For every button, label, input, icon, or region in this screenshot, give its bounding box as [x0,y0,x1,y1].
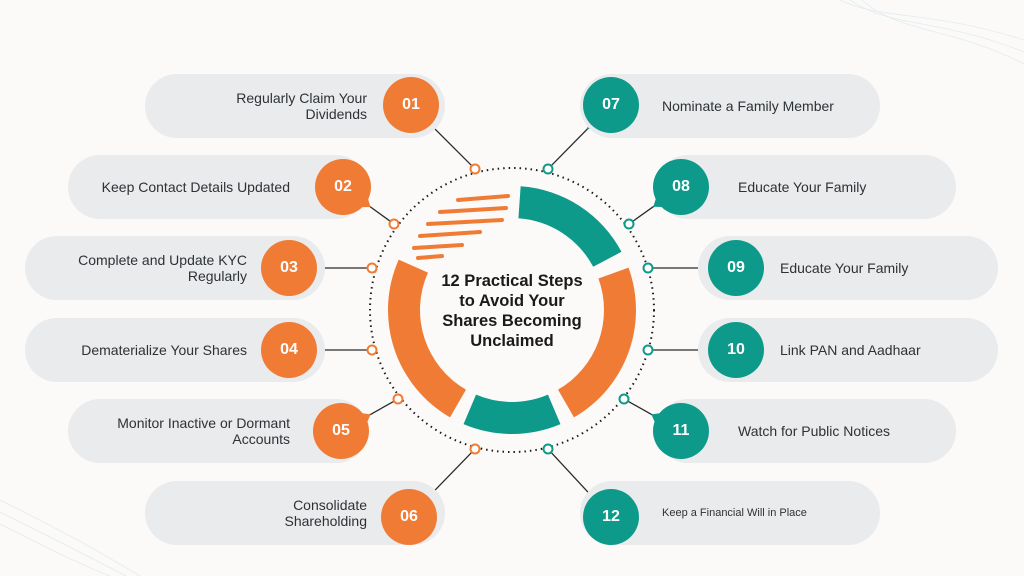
step-number-badge-05: 05 [313,403,369,459]
step-label: Link PAN and Aadhaar [780,342,921,358]
step-label: Keep a Financial Will in Place [662,507,807,519]
step-label: Consolidate Shareholding [284,497,367,529]
donut-segment-orange-right [558,267,637,418]
dotted-ring [369,167,655,453]
step-card-11: Watch for Public Notices [656,399,956,463]
step-number-badge-01: 01 [383,77,439,133]
step-number-badge-10: 10 [708,322,764,378]
ring-dot-07 [542,163,554,175]
step-label: Dematerialize Your Shares [81,342,247,358]
connector-line-07 [551,123,594,166]
donut-segment-orange-left [387,259,466,418]
step-label: Educate Your Family [738,179,867,195]
ring-dot-05 [392,393,404,405]
step-label: Watch for Public Notices [738,423,890,439]
step-number-badge-07: 07 [583,77,639,133]
donut-segment-teal-bottom [463,394,561,434]
step-number-badge-08: 08 [653,159,709,215]
connector-line-12 [550,452,594,499]
step-label: Nominate a Family Member [662,98,834,114]
step-number-badge-03: 03 [261,240,317,296]
donut-segment-teal-top [518,186,622,267]
step-label: Monitor Inactive or Dormant Accounts [117,415,290,447]
ring-dot-02 [388,218,400,230]
stripes-decoration [412,194,510,260]
ring-dot-08 [623,218,635,230]
step-number-badge-06: 06 [381,489,437,545]
ring-dot-12 [542,443,554,455]
ring-dot-04 [366,344,378,356]
ring-dot-11 [618,393,630,405]
donut-ring [387,186,637,434]
step-number-badge-04: 04 [261,322,317,378]
step-label: Keep Contact Details Updated [101,179,290,195]
step-label: Educate Your Family [780,260,909,276]
step-number-badge-09: 09 [708,240,764,296]
step-number-badge-02: 02 [315,159,371,215]
connector-line-01 [428,122,472,166]
ring-dot-09 [642,262,654,274]
ring-dot-03 [366,262,378,274]
step-number-badge-11: 11 [653,403,709,459]
step-label: Regularly Claim Your Dividends [236,90,367,122]
ring-dot-06 [469,443,481,455]
center-title: 12 Practical Steps to Avoid Your Shares … [441,272,583,350]
ring-dot-01 [469,163,481,175]
step-number-badge-12: 12 [583,489,639,545]
ring-dot-10 [642,344,654,356]
step-label: Complete and Update KYC Regularly [78,252,247,284]
